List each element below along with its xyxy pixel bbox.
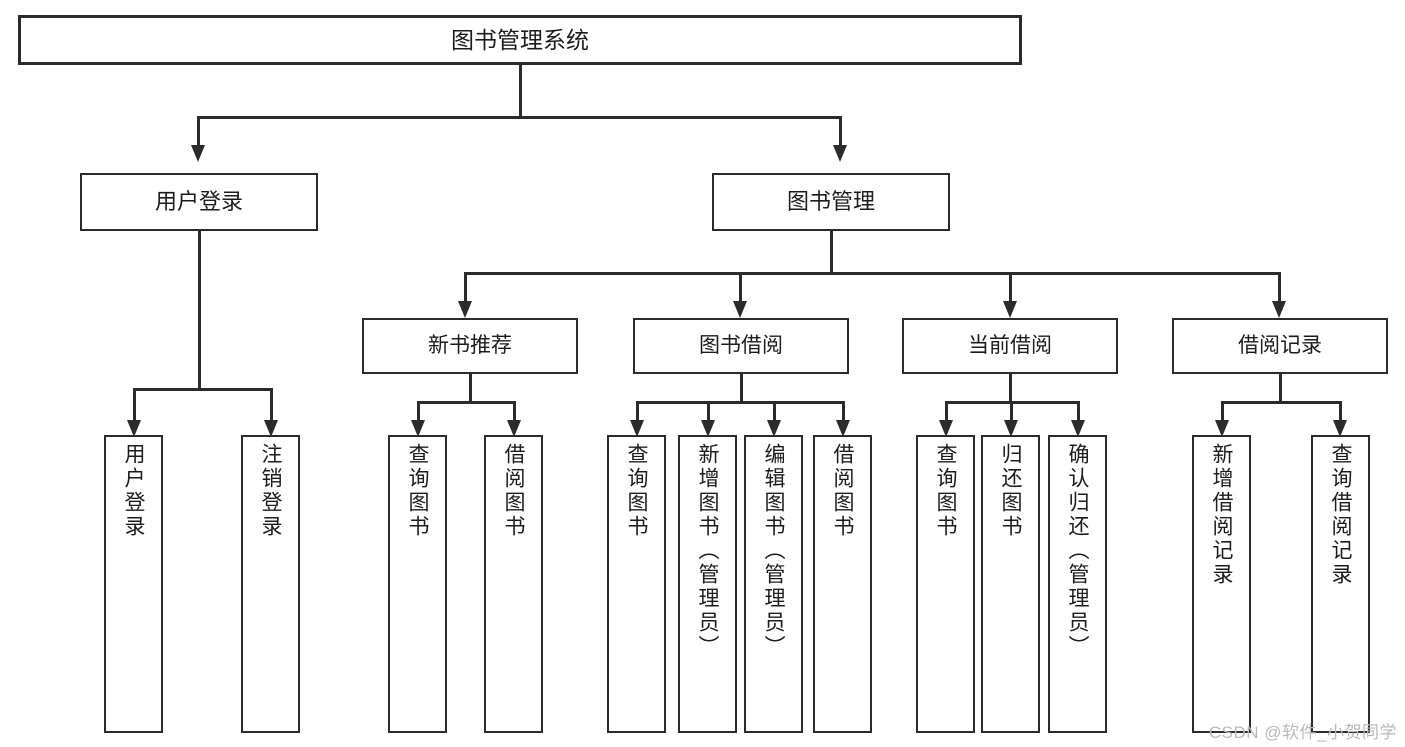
node-label: 借阅记录 — [1238, 333, 1322, 357]
connector-level1-bus — [197, 116, 842, 119]
connector-drop-current-borrow — [1009, 272, 1012, 302]
arrow-leaf-query-record — [1333, 420, 1347, 437]
connector-drop-user-login — [197, 116, 200, 146]
leaf-label: 用户登录 — [122, 443, 145, 539]
leaf-label: 借阅图书 — [502, 443, 525, 539]
node-book-management[interactable]: 图书管理 — [712, 173, 950, 231]
arrow-new-book — [458, 301, 472, 318]
arrow-leaf-return-book — [1004, 420, 1018, 437]
leaf-label: 注销登录 — [259, 443, 282, 539]
connector-borrow-record-bus — [1221, 401, 1341, 404]
leaf-query-book-current[interactable]: 查询图书 — [916, 435, 975, 733]
connector-book-management-stem — [830, 231, 833, 274]
leaf-query-borrow-record[interactable]: 查询借阅记录 — [1311, 435, 1370, 733]
leaf-label: 查询图书 — [934, 443, 957, 539]
arrow-leaf-logout — [264, 420, 278, 437]
connector-current-borrow-stem — [1009, 374, 1012, 402]
connector-drop-book-borrow — [739, 272, 742, 302]
arrow-leaf-query-book-3 — [939, 420, 953, 437]
connector-drop-leaf-logout — [270, 388, 273, 421]
connector-drop-borrow-record — [1278, 272, 1281, 302]
connector-drop-leaf-borrow-book-2 — [842, 401, 845, 421]
node-label: 用户登录 — [154, 189, 243, 215]
leaf-edit-book-admin[interactable]: 编辑图书（管理员） — [744, 435, 803, 733]
arrow-leaf-user-login — [127, 420, 141, 437]
leaf-label: 查询图书 — [625, 443, 648, 539]
connector-drop-leaf-query-book-2 — [636, 401, 639, 421]
leaf-label: 新增借阅记录 — [1210, 443, 1233, 587]
leaf-label: 新增图书（管理员） — [696, 443, 719, 659]
leaf-confirm-return-admin[interactable]: 确认归还（管理员） — [1048, 435, 1107, 733]
node-label: 图书借阅 — [699, 333, 783, 357]
leaf-borrow-book-borrow[interactable]: 借阅图书 — [813, 435, 872, 733]
leaf-return-book[interactable]: 归还图书 — [981, 435, 1040, 733]
leaf-query-book-new[interactable]: 查询图书 — [388, 435, 447, 733]
leaf-query-book-borrow[interactable]: 查询图书 — [607, 435, 666, 733]
leaf-label: 借阅图书 — [831, 443, 854, 539]
arrow-leaf-add-record — [1215, 420, 1229, 437]
arrow-leaf-query-book-1 — [411, 420, 425, 437]
leaf-label: 确认归还（管理员） — [1066, 443, 1089, 659]
arrow-leaf-confirm-return — [1071, 420, 1085, 437]
leaf-user-login[interactable]: 用户登录 — [104, 435, 163, 733]
leaf-add-book-admin[interactable]: 新增图书（管理员） — [678, 435, 737, 733]
connector-drop-leaf-return-book — [1010, 401, 1013, 421]
leaf-logout[interactable]: 注销登录 — [241, 435, 300, 733]
connector-drop-leaf-query-book-3 — [945, 401, 948, 421]
arrow-leaf-edit-book — [767, 420, 781, 437]
connector-drop-leaf-query-book-1 — [417, 401, 420, 421]
connector-drop-leaf-query-record — [1339, 401, 1342, 421]
connector-book-borrow-bus — [636, 401, 843, 404]
connector-root-stem — [519, 65, 522, 117]
arrow-leaf-add-book — [701, 420, 715, 437]
node-current-borrow[interactable]: 当前借阅 — [902, 318, 1118, 374]
node-label: 新书推荐 — [428, 333, 512, 357]
node-root-book-management-system[interactable]: 图书管理系统 — [18, 15, 1022, 65]
leaf-label: 编辑图书（管理员） — [762, 443, 785, 659]
connector-drop-leaf-edit-book — [773, 401, 776, 421]
leaf-label: 查询借阅记录 — [1329, 443, 1352, 587]
arrow-borrow-record — [1272, 301, 1286, 318]
arrow-book-borrow — [733, 301, 747, 318]
connector-user-login-stem — [198, 231, 201, 389]
arrow-leaf-query-book-2 — [630, 420, 644, 437]
leaf-borrow-book-new[interactable]: 借阅图书 — [484, 435, 543, 733]
arrow-leaf-borrow-book-2 — [836, 420, 850, 437]
node-label: 图书管理系统 — [451, 26, 589, 53]
connector-drop-leaf-add-book — [707, 401, 710, 421]
connector-drop-leaf-confirm-return — [1077, 401, 1080, 421]
leaf-add-borrow-record[interactable]: 新增借阅记录 — [1192, 435, 1251, 733]
arrow-current-borrow — [1003, 301, 1017, 318]
connector-drop-book-management — [839, 116, 842, 146]
connector-drop-leaf-add-record — [1221, 401, 1224, 421]
node-book-borrow[interactable]: 图书借阅 — [633, 318, 849, 374]
connector-new-book-stem — [469, 374, 472, 402]
connector-user-login-bus — [133, 388, 270, 391]
arrow-leaf-borrow-book-1 — [507, 420, 521, 437]
arrow-user-login — [191, 145, 205, 162]
node-label: 当前借阅 — [968, 333, 1052, 357]
node-user-login[interactable]: 用户登录 — [80, 173, 318, 231]
connector-new-book-bus — [417, 401, 515, 404]
connector-drop-leaf-borrow-book-1 — [513, 401, 516, 421]
node-new-book-recommend[interactable]: 新书推荐 — [362, 318, 578, 374]
connector-drop-leaf-user-login — [133, 388, 136, 421]
node-label: 图书管理 — [786, 189, 875, 215]
connector-book-borrow-stem — [740, 374, 743, 402]
connector-drop-new-book — [464, 272, 467, 302]
connector-borrow-record-stem — [1279, 374, 1282, 402]
arrow-book-management — [833, 145, 847, 162]
leaf-label: 归还图书 — [999, 443, 1022, 539]
connector-level2-bus — [464, 272, 1280, 275]
node-borrow-record[interactable]: 借阅记录 — [1172, 318, 1388, 374]
leaf-label: 查询图书 — [406, 443, 429, 539]
